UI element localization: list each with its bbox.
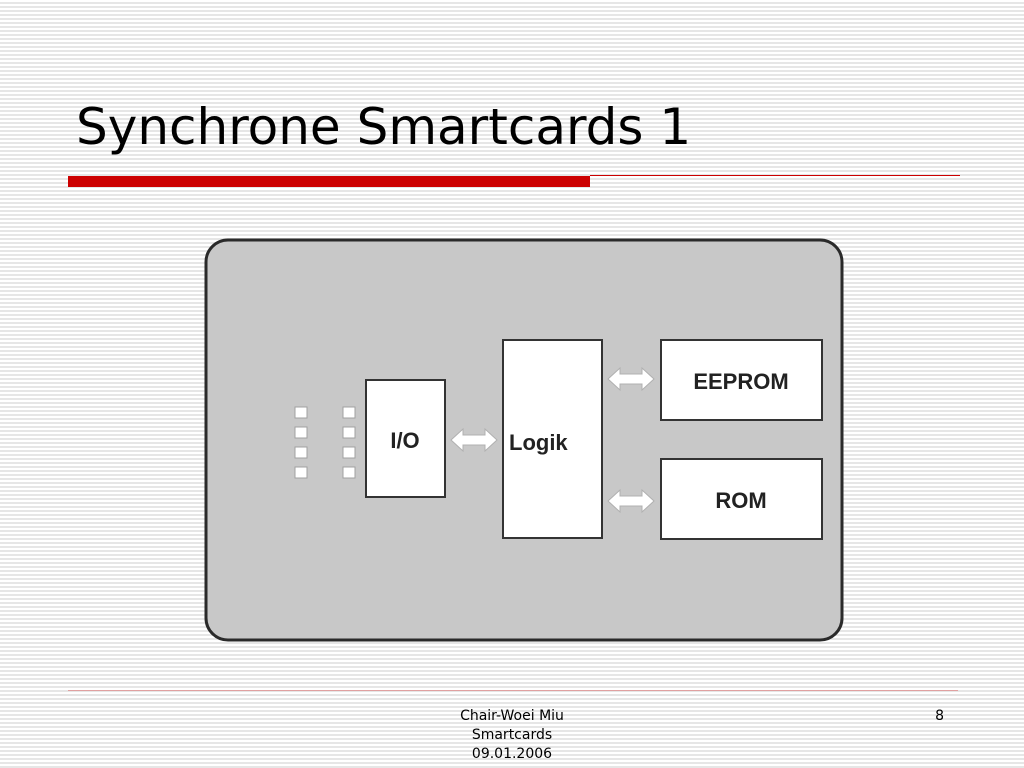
eeprom-block: EEPROM — [660, 339, 823, 421]
io-label: I/O — [390, 428, 419, 453]
io-block: I/O — [365, 379, 446, 498]
footer-topic: Smartcards — [471, 727, 553, 743]
footer-date: 09.01.2006 — [471, 746, 553, 762]
logic-block: Logik — [502, 339, 603, 539]
contact-pin — [342, 446, 356, 459]
title-underline-thin — [590, 175, 960, 176]
slide-title: Synchrone Smartcards 1 — [76, 98, 692, 156]
contact-pin — [294, 446, 308, 459]
page-number: 8 — [935, 708, 944, 724]
logic-label: Logik — [509, 430, 568, 455]
contact-pin — [294, 466, 308, 479]
smartcard-diagram: I/O Logik EEPROM ROM — [204, 238, 844, 642]
contact-pin — [294, 426, 308, 439]
contact-pin — [342, 426, 356, 439]
footer-info: Chair-Woei Miu Smartcards 09.01.2006 — [412, 707, 612, 764]
contact-pin — [294, 406, 308, 419]
rom-label: ROM — [715, 488, 766, 513]
footer-author: Chair-Woei Miu — [460, 708, 564, 724]
contact-pin — [342, 466, 356, 479]
eeprom-label: EEPROM — [693, 369, 788, 394]
footer-divider — [68, 690, 958, 691]
title-underline-thick — [68, 176, 590, 187]
contact-pin — [342, 406, 356, 419]
contact-pins — [294, 406, 356, 479]
rom-block: ROM — [660, 458, 823, 540]
